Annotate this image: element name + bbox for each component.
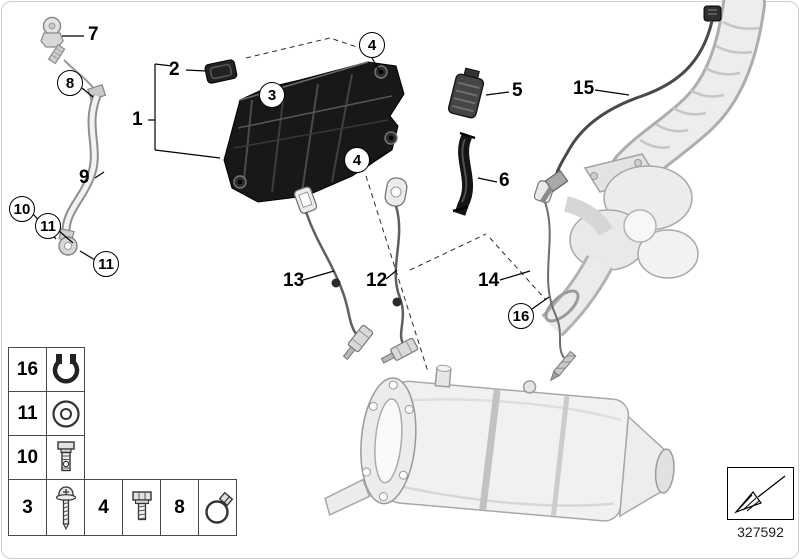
callout-15[interactable]: 15 xyxy=(573,78,595,99)
seal-washer-icon xyxy=(51,399,80,428)
callout-4b[interactable]: 4 xyxy=(344,147,370,173)
callout-13[interactable]: 13 xyxy=(283,270,305,291)
callout-12[interactable]: 12 xyxy=(366,270,388,291)
direction-symbol-box xyxy=(727,467,794,520)
hex-bolt-icon xyxy=(131,490,152,520)
callout-10[interactable]: 10 xyxy=(9,196,35,222)
callout-7[interactable]: 7 xyxy=(88,24,99,45)
legend-icon-cell-8[interactable] xyxy=(198,479,237,536)
diagram-number: 327592 xyxy=(737,524,784,540)
legend-num-3[interactable]: 3 xyxy=(8,479,47,536)
sensor-bracket-part xyxy=(223,61,405,203)
dpf-canister xyxy=(324,364,675,522)
legend-num-11[interactable]: 11 xyxy=(8,391,47,436)
legend-icon-cell-16[interactable] xyxy=(46,347,85,392)
callout-11b[interactable]: 11 xyxy=(93,251,119,277)
callout-3[interactable]: 3 xyxy=(259,82,285,108)
callout-9[interactable]: 9 xyxy=(79,167,90,188)
hose-clamp-icon xyxy=(204,491,233,524)
legend-num-10[interactable]: 10 xyxy=(8,435,47,480)
lambda-sensor-12 xyxy=(380,177,419,364)
legend-num-8[interactable]: 8 xyxy=(160,479,199,536)
connector-holder-part xyxy=(447,67,485,119)
rubber-hose-part xyxy=(452,131,476,216)
callout-11a[interactable]: 11 xyxy=(35,213,61,239)
callout-1[interactable]: 1 xyxy=(132,109,143,130)
hollow-bolt-icon xyxy=(56,440,75,471)
callout-16[interactable]: 16 xyxy=(508,303,534,329)
callout-14[interactable]: 14 xyxy=(478,270,500,291)
lambda-sensor-13 xyxy=(293,186,374,361)
callout-4a[interactable]: 4 xyxy=(359,32,385,58)
callout-2[interactable]: 2 xyxy=(169,59,180,80)
legend-num-4[interactable]: 4 xyxy=(84,479,123,536)
legend-icon-cell-3[interactable] xyxy=(46,479,85,536)
callout-5[interactable]: 5 xyxy=(512,80,523,101)
legend-num-16[interactable]: 16 xyxy=(8,347,47,392)
front-direction-arrow-icon xyxy=(734,475,786,514)
pressure-pipe-part xyxy=(40,16,107,256)
legend-icon-cell-10[interactable] xyxy=(46,435,85,480)
assembly-reference-lines xyxy=(245,37,547,373)
exhaust-manifold-assembly xyxy=(541,0,766,337)
callout-6[interactable]: 6 xyxy=(499,170,510,191)
legend-icon-cell-11[interactable] xyxy=(46,391,85,436)
legend-icon-cell-4[interactable] xyxy=(122,479,161,536)
egt-sensor-15 xyxy=(539,5,722,204)
screw-icon xyxy=(55,485,76,530)
callout-8[interactable]: 8 xyxy=(57,70,83,96)
legend-table: 16 11 10 3 xyxy=(8,347,237,536)
cable-clip-part xyxy=(204,59,238,84)
band-clamp-icon xyxy=(52,353,79,383)
